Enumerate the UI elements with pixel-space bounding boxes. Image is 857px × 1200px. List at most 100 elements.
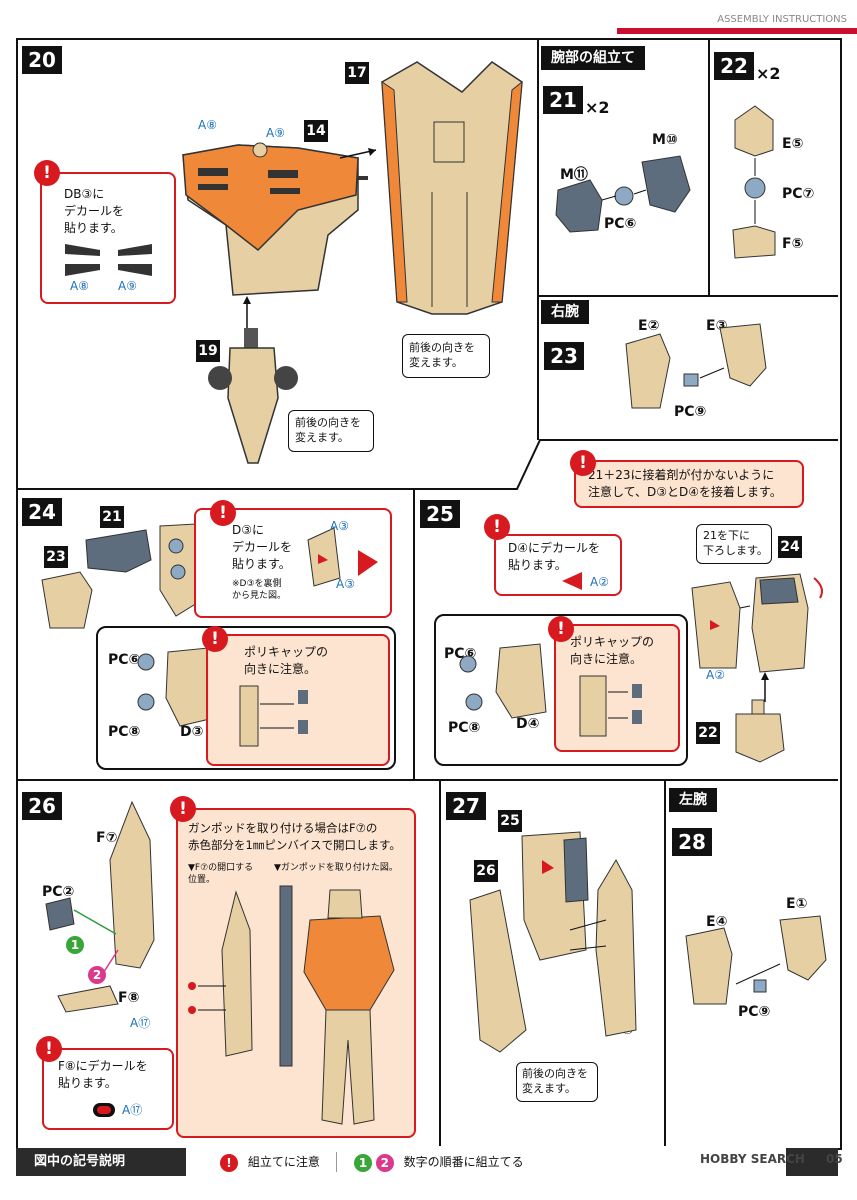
- decal-note-d4: D④にデカールを 貼ります。 A②: [494, 534, 622, 596]
- reverse-note-19: 前後の向きを 変えます。: [288, 410, 374, 452]
- decal-red-oval: [93, 1103, 115, 1117]
- divider: [537, 40, 539, 295]
- label-a3: A③: [330, 519, 349, 533]
- torso-part-illustration: [182, 142, 368, 296]
- label-pc9: PC⑨: [674, 404, 707, 420]
- label-a17: A⑰: [130, 1016, 151, 1030]
- step-number-28: 28: [672, 828, 712, 856]
- label-f8: F⑧: [118, 990, 140, 1006]
- polycap-note-text: ポリキャップの 向きに注意。: [244, 645, 329, 676]
- label-m10: M⑩: [652, 132, 678, 148]
- decal-note-text: D④にデカールを 貼ります。: [508, 541, 600, 572]
- step-number-23: 23: [544, 342, 584, 370]
- part-number-19: 19: [196, 340, 220, 362]
- decal-triangle: [562, 572, 582, 590]
- section-title-arm: 腕部の組立て: [541, 46, 645, 70]
- adhesive-note: 21＋23に接着剤が付かないように 注意して、D③とD④を接着します。: [574, 460, 804, 508]
- divider: [537, 295, 539, 440]
- page-number: 05: [826, 1152, 843, 1166]
- label-pc9: PC⑨: [738, 1004, 771, 1020]
- assembly-arrow: [761, 672, 769, 702]
- divider: [708, 40, 710, 295]
- reverse-note-text: 前後の向きを 変えます。: [295, 416, 361, 444]
- polycap-orientation-diagram: [239, 685, 308, 747]
- label-a8: A⑧: [70, 279, 89, 293]
- quantity-x2: ×2: [756, 64, 781, 83]
- label-m11: M⑪: [560, 167, 588, 183]
- label-pc2: PC②: [42, 884, 75, 900]
- gunpod-note: ガンポッドを取り付ける場合はF⑦の 赤色部分を1㎜ピンバイスで開口します。 ▼F…: [176, 808, 416, 1138]
- caution-icon: !: [170, 796, 196, 822]
- upper-arm-illustration: [625, 323, 767, 409]
- part-number-17: 17: [345, 62, 369, 84]
- label-a2: A②: [590, 575, 609, 589]
- caution-icon: !: [210, 500, 236, 526]
- forearm-assembly-illustration: [469, 831, 637, 1053]
- decal-note-text: F⑧にデカールを 貼ります。: [58, 1059, 148, 1090]
- label-d4: D④: [516, 716, 540, 732]
- legend-order-label: 数字の順番に組立てる: [403, 1155, 524, 1169]
- label-pc8: PC⑧: [108, 724, 141, 740]
- label-pc7: PC⑦: [782, 186, 815, 202]
- back-part-illustration: [381, 61, 523, 315]
- decal-note-d3: D③に デカールを 貼ります。 ※D③を裏側 から見た図。 A③ A③: [194, 508, 392, 618]
- caution-icon: !: [34, 160, 60, 186]
- lower-note-text: 21を下に 下ろします。: [703, 529, 768, 557]
- caution-icon: !: [570, 450, 596, 476]
- decal-note-text: DB③に デカールを 貼ります。: [64, 187, 125, 235]
- label-e2: E②: [638, 318, 660, 334]
- decal-note-text: D③に デカールを 貼ります。: [232, 523, 293, 571]
- polycap-note-text: ポリキャップの 向きに注意。: [570, 635, 655, 666]
- lower-note: 21を下に 下ろします。: [696, 524, 772, 564]
- part-number-24: 24: [778, 536, 802, 558]
- part-number-14: 14: [304, 120, 328, 142]
- label-f5: F⑤: [782, 236, 804, 252]
- label-f7: F⑦: [96, 830, 118, 846]
- open-position-diagram: [188, 890, 253, 1057]
- part-number-26: 26: [474, 860, 498, 882]
- caution-icon: !: [484, 514, 510, 540]
- step-number-26: 26: [22, 792, 62, 820]
- caution-icon: !: [36, 1036, 62, 1062]
- label-pc6: PC⑥: [108, 652, 141, 668]
- decal-note-db3: DB③に デカールを 貼ります。 A⑧ A⑨: [40, 172, 176, 304]
- reverse-note-17: 前後の向きを 変えます。: [402, 334, 490, 378]
- hip-part-illustration: [208, 328, 298, 464]
- arm-assembly-25-illustration: [691, 573, 823, 673]
- legend-order: 1 2 数字の順番に組立てる: [354, 1153, 524, 1172]
- part-number-22: 22: [696, 722, 720, 744]
- assembly-arrow: [243, 296, 251, 330]
- symbol-legend: 図中の記号説明 ! 組立てに注意 1 2 数字の順番に組立てる: [16, 1148, 838, 1176]
- caution-icon: !: [548, 616, 574, 642]
- label-a3: A③: [336, 577, 355, 591]
- legend-caution-label: 組立てに注意: [247, 1155, 320, 1169]
- order-step-2-icon: 2: [375, 1153, 394, 1172]
- caution-icon: !: [220, 1153, 238, 1172]
- label-pc8: PC⑧: [448, 720, 481, 736]
- part-number-23: 23: [44, 546, 68, 568]
- label-a9: A⑨: [266, 126, 285, 140]
- order-step-1-icon: 1: [354, 1153, 372, 1172]
- part-number-25: 25: [498, 810, 522, 832]
- section-title-left-arm: 左腕: [669, 788, 717, 812]
- label-pc6: PC⑥: [604, 216, 637, 232]
- gunpod-note-text: ガンポッドを取り付ける場合はF⑦の 赤色部分を1㎜ピンバイスで開口します。: [188, 821, 401, 852]
- part-number-21: 21: [100, 506, 124, 528]
- label-a2: A②: [706, 668, 725, 682]
- legend-box: ! 組立てに注意 1 2 数字の順番に組立てる: [186, 1148, 786, 1176]
- gunpod-figure-caption: ▼ガンポッドを取り付けた図。: [274, 863, 398, 873]
- polycap-orientation-diagram: [579, 675, 642, 737]
- label-d3: D③: [180, 724, 204, 740]
- legend-title: 図中の記号説明: [34, 1154, 126, 1169]
- arm-joint-illustration: [555, 155, 691, 233]
- section-title-right-arm: 右腕: [541, 300, 589, 324]
- label-e4: E④: [706, 914, 728, 930]
- decal-shapes: [65, 244, 152, 276]
- step-number-20: 20: [22, 46, 62, 74]
- step-number-25: 25: [420, 500, 460, 528]
- label-e5: E⑤: [782, 136, 804, 152]
- header-title: ASSEMBLY INSTRUCTIONS: [717, 14, 847, 25]
- watermark: HOBBY SEARCH: [700, 1152, 805, 1166]
- arm-assembly-illustration: [41, 523, 203, 629]
